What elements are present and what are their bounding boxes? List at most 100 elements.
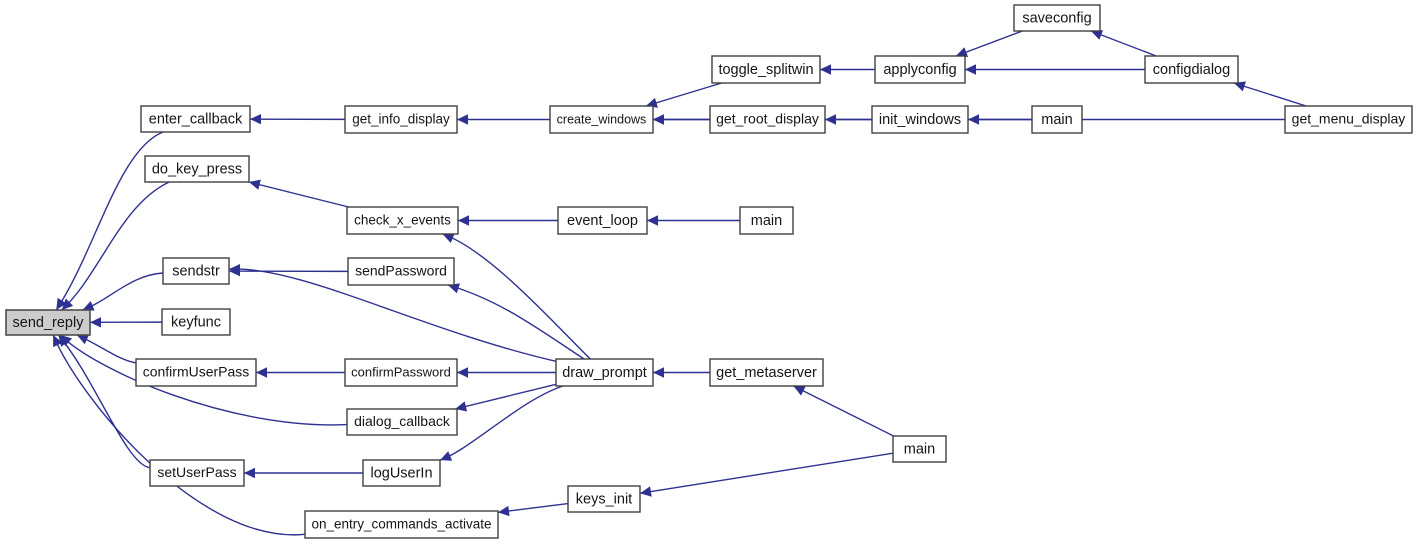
node-box[interactable] [1144,55,1239,84]
edge-arrowhead [229,263,241,275]
graph-node-draw-prompt[interactable]: draw_prompt [555,358,654,387]
node-label: get_root_display [716,111,819,127]
node-box[interactable] [557,206,648,235]
graph-node-toggle-splitwin[interactable]: toggle_splitwin [711,55,821,84]
graph-node-check-x-events[interactable]: check_x_events [346,206,459,235]
graph-node-logUserIn[interactable]: logUserIn [362,459,441,487]
node-box[interactable] [567,485,641,513]
node-box[interactable] [144,155,250,183]
node-box[interactable] [711,55,821,84]
node-box[interactable] [555,358,654,387]
node-label: saveconfig [1022,10,1091,26]
node-box[interactable] [362,459,441,487]
node-label: dialog_callback [354,413,451,429]
call-edge [639,452,894,497]
graph-node-keys-init[interactable]: keys_init [567,485,641,513]
edge-arrowhead [76,334,90,345]
node-box[interactable] [709,105,826,134]
node-box[interactable] [871,105,969,134]
node-box[interactable] [1013,4,1101,32]
graph-node-dialog-callback[interactable]: dialog_callback [346,408,458,436]
node-label: applyconfig [883,62,956,78]
node-box[interactable] [1031,105,1083,134]
graph-node-applyconfig[interactable]: applyconfig [874,55,966,84]
node-box[interactable] [892,435,947,463]
node-box[interactable] [161,308,231,336]
node-box[interactable] [347,257,455,286]
call-edge [61,181,170,311]
graph-node-on-entry-commands-activate[interactable]: on_entry_commands_activate [304,510,499,539]
node-label: main [1041,112,1072,128]
graph-node-saveconfig[interactable]: saveconfig [1013,4,1101,32]
node-box[interactable] [5,309,91,336]
node-label: init_windows [879,112,961,128]
graph-node-configdialog[interactable]: configdialog [1144,55,1239,84]
node-label: check_x_events [354,213,451,228]
node-box[interactable] [149,459,245,487]
call-edge [647,215,740,226]
call-edge [55,131,164,311]
graph-node-get-info-display[interactable]: get_info_display [344,105,458,134]
graph-node-event-loop[interactable]: event_loop [557,206,648,235]
node-label: draw_prompt [562,365,647,381]
call-edge [653,367,710,378]
edge-path [61,181,170,311]
node-label: keys_init [576,491,632,507]
node-label: logUserIn [370,465,432,481]
call-edge [825,114,872,125]
graph-node-sendPassword[interactable]: sendPassword [347,257,455,286]
graph-node-send-reply[interactable]: send_reply [5,309,91,336]
graph-node-get-menu-display[interactable]: get_menu_display [1284,105,1413,134]
node-box[interactable] [549,105,654,134]
graph-node-main-event[interactable]: main [739,206,794,235]
graph-node-enter-callback[interactable]: enter_callback [140,105,251,133]
graph-node-main-keys[interactable]: main [892,435,947,463]
node-box[interactable] [709,358,824,387]
edge-arrowhead [647,215,658,226]
node-box[interactable] [874,55,966,84]
graph-node-do-key-press[interactable]: do_key_press [144,155,250,183]
node-box[interactable] [346,206,459,235]
call-edge [965,64,1145,75]
graph-node-setUserPass[interactable]: setUserPass [149,459,245,487]
call-edge [1233,81,1307,107]
call-edge [244,467,363,479]
node-box[interactable] [304,510,499,539]
edge-path [455,383,557,410]
node-label: toggle_splitwin [718,62,813,78]
call-edge [793,385,894,437]
call-edge [57,334,151,469]
edge-arrowhead [82,301,95,311]
edge-arrowhead [825,114,836,125]
graph-node-get-root-display[interactable]: get_root_display [709,105,826,134]
edge-arrowhead [1233,81,1246,92]
call-edge [89,317,163,328]
graph-node-sendstr[interactable]: sendstr [162,257,230,285]
node-label: main [904,441,935,457]
node-box[interactable] [344,105,458,134]
call-edge [228,265,349,277]
graph-node-confirmPassword[interactable]: confirmPassword [344,358,458,387]
node-layer: send_reply enter_callback do_key_presssend… [5,4,1413,539]
edge-path [645,82,722,107]
node-box[interactable] [1284,105,1413,134]
edge-arrowhead [256,367,267,378]
graph-node-confirmUserPass[interactable]: confirmUserPass [135,358,257,387]
node-label: on_entry_commands_activate [311,517,491,532]
node-box[interactable] [344,358,458,387]
node-box[interactable] [135,358,257,387]
graph-node-get-metaserver[interactable]: get_metaserver [709,358,824,387]
node-label: enter_callback [149,111,243,127]
graph-node-keyfunc[interactable]: keyfunc [161,308,231,336]
graph-node-init-windows[interactable]: init_windows [871,105,969,134]
graph-node-create-windows[interactable]: create_windows [549,105,654,134]
edge-path [59,334,348,426]
call-edge [256,367,345,378]
graph-node-main-init[interactable]: main [1031,105,1083,134]
node-box[interactable] [140,105,251,133]
node-box[interactable] [162,257,230,285]
node-box[interactable] [739,206,794,235]
edge-path [55,131,164,311]
node-label: send_reply [13,315,85,331]
node-box[interactable] [346,408,458,436]
